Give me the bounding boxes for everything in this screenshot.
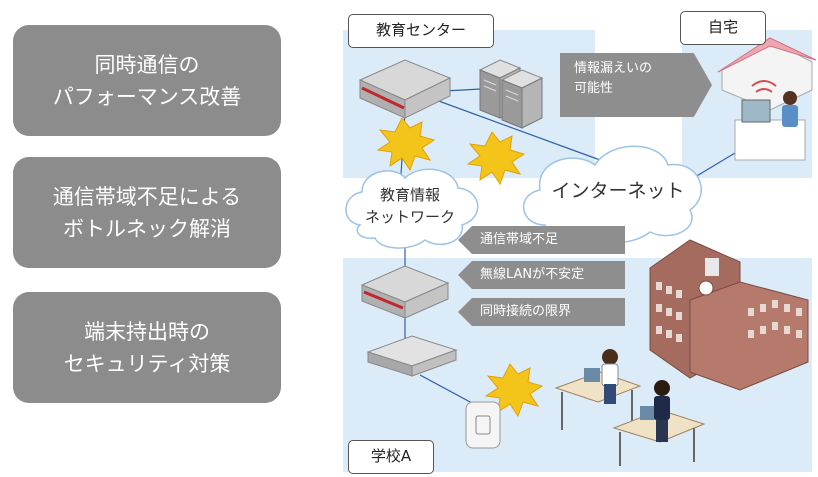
edu-network-line: ネットワーク xyxy=(364,208,455,226)
edu-network-label: 教育情報 ネットワーク xyxy=(355,184,465,228)
school-label: 学校A xyxy=(348,440,434,474)
card-line: 端末持出時の xyxy=(84,319,210,344)
warning-burst-icon xyxy=(376,117,436,172)
issue-label-bandwidth: 通信帯域不足 xyxy=(458,226,625,254)
info-leak-label: 情報漏えいの 可能性 xyxy=(560,53,712,117)
school-router-icon xyxy=(360,265,450,319)
switch-icon xyxy=(366,335,458,377)
edu-network-cloud xyxy=(345,168,479,249)
benefit-card-1: 同時通信の パフォーマンス改善 xyxy=(13,25,281,136)
home-label: 自宅 xyxy=(680,11,766,45)
card-line: セキュリティ対策 xyxy=(63,351,231,376)
edu-network-line: 教育情報 xyxy=(379,186,440,204)
education-center-label: 教育センター xyxy=(348,14,494,48)
card-line: ボトルネック解消 xyxy=(63,216,231,241)
home-scene-icon xyxy=(717,37,817,161)
issue-label-connections: 同時接続の限界 xyxy=(458,298,625,326)
access-point-icon xyxy=(465,401,501,449)
benefit-card-3: 端末持出時の セキュリティ対策 xyxy=(13,292,281,403)
students-icon xyxy=(554,349,706,466)
issue-label-wireless: 無線LANが不安定 xyxy=(458,261,625,289)
server-icon xyxy=(478,59,544,129)
school-building-icon xyxy=(649,239,809,391)
leak-line: 情報漏えいの xyxy=(574,61,653,76)
warning-burst-icon xyxy=(466,131,526,186)
internet-cloud-label: インターネット xyxy=(551,180,685,202)
benefit-card-2: 通信帯域不足による ボトルネック解消 xyxy=(13,157,281,268)
router-icon xyxy=(358,59,452,119)
card-line: パフォーマンス改善 xyxy=(52,84,242,109)
card-line: 通信帯域不足による xyxy=(52,184,242,209)
warning-burst-icon xyxy=(484,363,544,418)
card-line: 同時通信の xyxy=(94,52,200,77)
leak-line: 可能性 xyxy=(574,81,614,96)
